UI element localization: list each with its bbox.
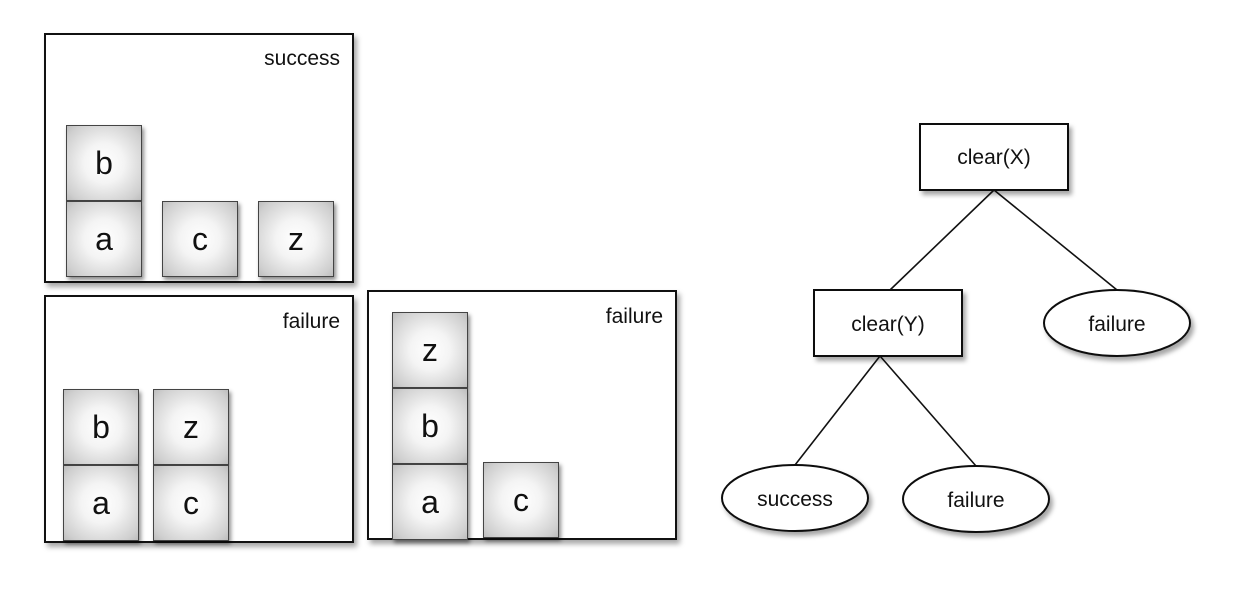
panel-label-failure: failure: [282, 310, 340, 333]
block-a: a: [63, 465, 139, 541]
block-c: c: [162, 201, 238, 277]
block-b: b: [66, 125, 142, 201]
block-b: b: [392, 388, 468, 464]
block-c: c: [483, 462, 559, 538]
block-z: z: [392, 312, 468, 388]
block-b: b: [63, 389, 139, 465]
edge-child-to-success: [794, 355, 881, 466]
block-c: c: [153, 465, 229, 541]
failure-leaf-child: failure: [902, 465, 1050, 533]
success-state-panel: success b a c z: [44, 33, 354, 283]
edge-root-to-child: [889, 189, 995, 291]
failure-leaf-child-label: failure: [947, 489, 1004, 512]
failure-leaf-root-label: failure: [1088, 313, 1145, 336]
block-z: z: [153, 389, 229, 465]
panel-label-success: success: [264, 47, 340, 70]
block-z: z: [258, 201, 334, 277]
failure-leaf-root: failure: [1043, 289, 1191, 357]
failure-state-panel-1: failure b a z c: [44, 295, 354, 543]
success-leaf: success: [721, 464, 869, 532]
child-node: clear(Y): [813, 289, 963, 357]
panel-label-failure: failure: [605, 305, 663, 328]
root-node-label: clear(X): [957, 146, 1031, 169]
block-a: a: [392, 464, 468, 540]
block-a: a: [66, 201, 142, 277]
root-node: clear(X): [919, 123, 1069, 191]
edge-child-to-failure: [879, 355, 977, 467]
success-leaf-label: success: [757, 488, 833, 511]
edge-root-to-failure: [993, 189, 1118, 291]
child-node-label: clear(Y): [851, 313, 925, 336]
failure-state-panel-2: failure z b a c: [367, 290, 677, 540]
